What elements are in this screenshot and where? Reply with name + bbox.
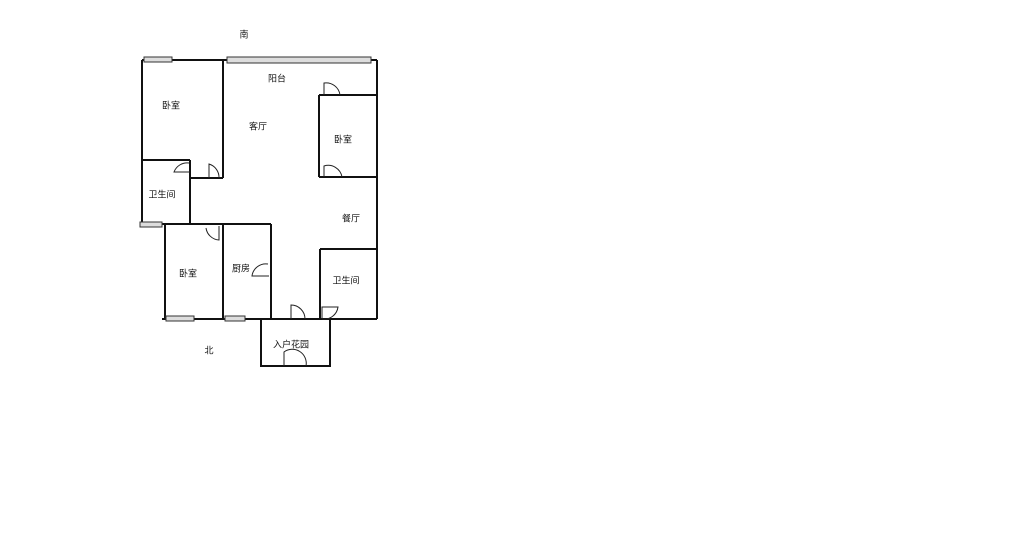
windows — [139, 56, 372, 322]
room-living-room: 客厅 — [248, 122, 268, 133]
room-bedroom-east: 卧室 — [333, 135, 353, 146]
window-bedroom-nw — [143, 56, 173, 63]
compass-north: 北 — [204, 346, 214, 357]
window-bedroom-sw — [165, 315, 195, 322]
window-bathroom-west — [139, 221, 163, 228]
balcony-window — [226, 56, 372, 64]
room-bedroom-nw: 卧室 — [161, 101, 181, 112]
window-kitchen — [224, 315, 246, 322]
room-dining-room: 餐厅 — [341, 214, 361, 225]
room-balcony: 阳台 — [267, 74, 287, 85]
walls — [141, 59, 378, 367]
room-bathroom-east: 卫生间 — [332, 276, 360, 287]
room-bathroom-west: 卫生间 — [148, 190, 176, 201]
doors — [173, 82, 343, 367]
compass-south: 南 — [239, 30, 249, 41]
room-kitchen: 厨房 — [231, 264, 251, 275]
room-entry-garden: 入户花园 — [272, 340, 310, 351]
room-bedroom-sw: 卧室 — [178, 269, 198, 280]
